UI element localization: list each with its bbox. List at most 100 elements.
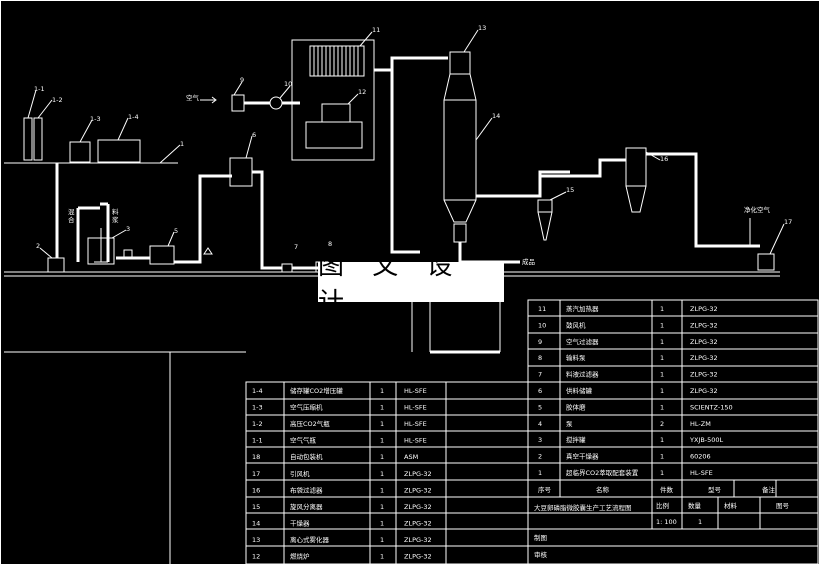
bom-left-name: 储存罐CO2增压罐 [290,386,343,395]
hot-air-duct [374,68,420,254]
bom-right-model: 60206 [690,453,711,461]
air-intake [200,81,291,112]
bom-right-model: ZLPG-32 [690,321,718,329]
bom-left-qty: 1 [380,404,384,412]
cyclone-separator [537,191,567,241]
bom-left-model: ZLPG-32 [404,470,432,478]
bom-right-no: 5 [538,403,542,411]
label-2: 2 [36,242,40,250]
co2-booster-tank [97,139,141,163]
bom-right-qty: 1 [660,403,664,411]
bom-left-qty: 1 [380,553,384,561]
bom-right-model: HL-ZM [690,420,711,428]
bom-right-qty: 1 [660,387,664,395]
label-12: 12 [358,88,366,96]
colloid-mill [149,245,175,265]
bom-left-name: 空气压缩机 [290,403,323,412]
bom-right-no: 6 [538,387,542,395]
bom-right-no: 7 [538,371,542,379]
vertical-label-d: 浆 [112,215,119,224]
bom-right-model: SCIENTZ-150 [690,403,733,411]
qty-label: 数量 [688,501,702,510]
steam-heater [309,31,373,77]
vertical-label-b: 合 [68,215,75,224]
bom-left-name: 干燥器 [290,518,310,527]
bom-right-qty: 1 [660,469,664,477]
bom-right-no: 9 [538,338,542,346]
bom-right-qty: 1 [660,371,664,379]
combustion-furnace [305,93,363,149]
bom-right-model: ZLPG-32 [690,354,718,362]
label-17: 17 [784,218,792,226]
exhaust-duct [646,152,760,248]
bom-right-qty: 1 [660,305,664,313]
bom-right-name: 蒸汽加热器 [566,304,599,313]
bom-right-name: 胶体磨 [566,402,586,411]
bom-right-qty: 1 [660,338,664,346]
label-8: 8 [328,240,332,248]
bom-left-model: ZLPG-32 [404,536,432,544]
bom-left-model: HL-SFE [404,420,427,428]
bom-left-model: ZLPG-32 [404,519,432,527]
label-9: 9 [240,76,244,84]
bom-left-qty: 1 [380,470,384,478]
label-11: 11 [372,26,380,34]
bom-left-no: 17 [252,470,260,478]
bom-right-model: ZLPG-32 [690,371,718,379]
induced-fan [757,223,785,271]
label-1-4: 1-4 [128,113,139,121]
duct-to-cyclone [476,170,570,198]
bom-right-qty: 2 [660,420,664,428]
label-7: 7 [294,243,298,251]
material-label: 材料 [724,501,738,510]
heater-furnace-housing [291,39,375,161]
reviewed-label: 审核 [534,550,548,559]
bom-left-qty: 1 [380,420,384,428]
bom-right-name: 超临界CO2萃取配套装置 [566,468,639,477]
bom-left-name: 空气气瓶 [290,436,317,445]
bom-left-name: 离心式雾化器 [290,535,330,544]
bom-right-name: 泵 [566,420,573,428]
bom-right-name: 空气过滤器 [566,337,599,346]
liquid-filter [281,263,293,273]
vacuum-dryer [47,257,65,273]
bom-left-name: 燃烧炉 [290,552,310,561]
watermark-banner: 图 文 设 计 [318,251,504,318]
scale-value: 1: 100 [656,518,677,526]
label-14: 14 [492,112,500,120]
bag-filter [625,147,661,213]
spray-dryer-tower [443,29,493,243]
bom-left-model: ASM [404,453,418,461]
header-model: 型号 [708,485,722,494]
bom-right-model: ZLPG-32 [690,338,718,346]
qty-value: 1 [698,518,702,526]
label-3: 3 [126,225,130,233]
bom-right-model: YXJB-500L [689,436,724,444]
drafted-label: 制图 [534,533,547,542]
bom-right-no: 4 [538,420,542,428]
bom-left-name: 高压CO2气瓶 [290,419,330,428]
clean-air-label: 净化空气 [744,205,771,214]
bom-right-no: 11 [538,305,546,313]
bom-left-no: 18 [252,453,260,461]
bom-right-name: 鼓风机 [566,320,586,329]
bom-left-model: ZLPG-32 [404,553,432,561]
bom-left-no: 13 [252,536,260,544]
bom-left-no: 16 [252,486,260,494]
bom-left-qty: 1 [380,387,384,395]
label-1-2: 1-2 [52,96,63,104]
label-1-3: 1-3 [90,115,101,123]
label-6: 6 [252,131,256,139]
bom-left-qty: 1 [380,536,384,544]
bom-left-no: 15 [252,503,260,511]
bom-left-model: ZLPG-32 [404,503,432,511]
bom-right-qty: 1 [660,453,664,461]
bom-left-name: 自动包装机 [290,452,323,461]
gas-bottles [23,89,53,161]
bom-right-no: 10 [538,321,546,329]
bom-right-no: 2 [538,453,542,461]
